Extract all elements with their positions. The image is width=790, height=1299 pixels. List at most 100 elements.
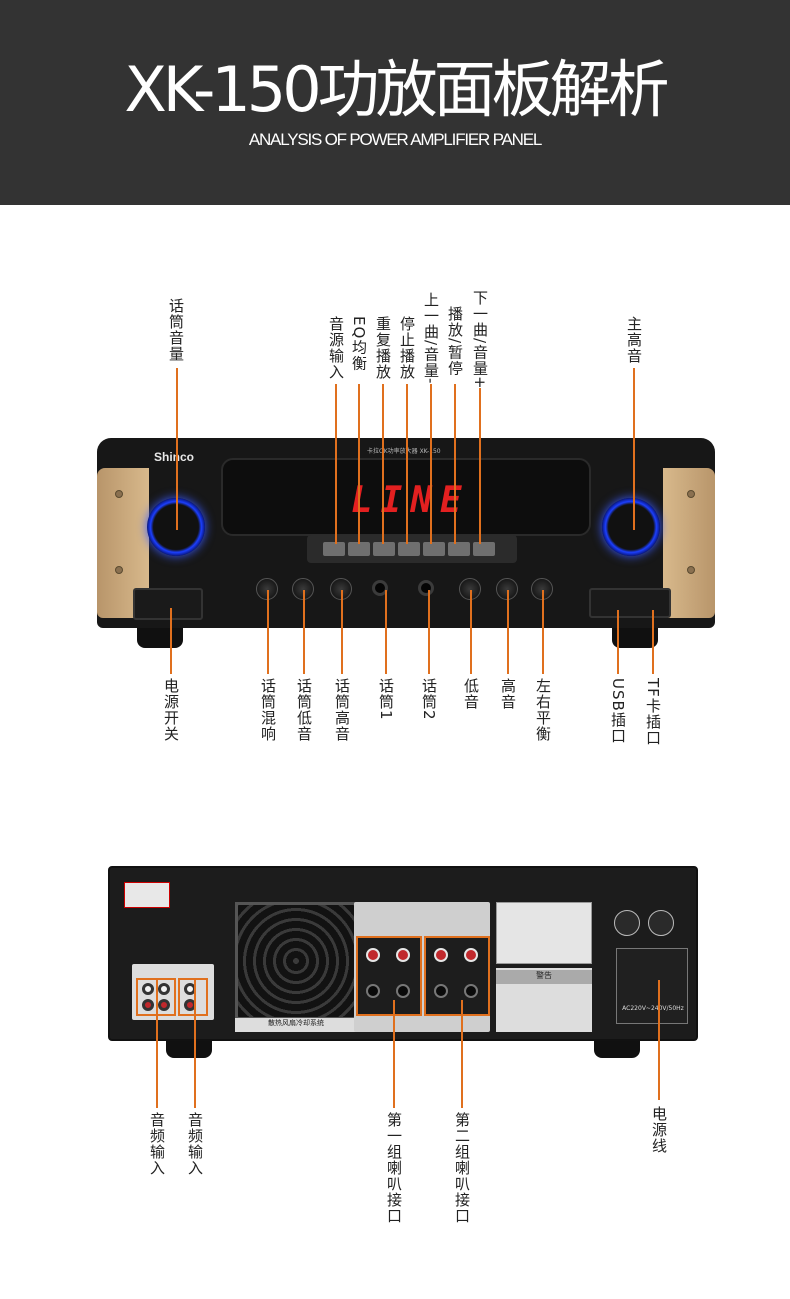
power-switch[interactable] <box>133 588 203 620</box>
speaker-terminal-black[interactable] <box>464 984 478 998</box>
leader-line <box>430 384 432 544</box>
rca-red-jack[interactable] <box>158 999 170 1011</box>
stop-button[interactable] <box>398 542 420 556</box>
label-master-treble: 主高音 <box>625 316 643 364</box>
label-play-pause: 播放/暂停 <box>446 306 464 377</box>
frequency-graph-plate <box>496 902 592 964</box>
cert-logo-icon <box>614 910 640 936</box>
speaker-terminal-black[interactable] <box>396 984 410 998</box>
speaker-terminal-panel <box>354 902 490 1032</box>
speaker-terminal-red[interactable] <box>396 948 410 962</box>
label-mic-treble: 话筒高音 <box>333 678 351 742</box>
label-power-cord: 电源线 <box>650 1106 668 1154</box>
screw-icon <box>115 566 123 574</box>
label-stop: 停止播放 <box>398 316 416 380</box>
cert-logo-icon <box>648 910 674 936</box>
leader-line <box>156 980 158 1108</box>
label-power-switch: 电源开关 <box>162 678 180 742</box>
leader-line <box>454 384 456 544</box>
leader-line <box>542 590 544 674</box>
rear-foot-right <box>594 1036 640 1058</box>
speaker-terminal-red[interactable] <box>434 948 448 962</box>
label-mic-bass: 话筒低音 <box>295 678 313 742</box>
display-text: LINE <box>351 480 470 521</box>
cooling-fan-grille <box>235 902 357 1020</box>
label-prev-vol-down: 上一曲/音量- <box>422 292 440 385</box>
leader-line <box>393 1000 395 1108</box>
warning-title: 警告 <box>496 970 592 984</box>
label-bass: 低音 <box>462 678 480 710</box>
label-repeat: 重复播放 <box>374 316 392 380</box>
leader-line <box>382 384 384 544</box>
screw-icon <box>115 490 123 498</box>
source-input-button[interactable] <box>323 542 345 556</box>
leader-line <box>176 368 178 530</box>
leader-line <box>617 610 619 674</box>
leader-line <box>194 980 196 1108</box>
leader-line <box>658 980 660 1100</box>
label-usb-slot: USB插口 <box>609 678 627 744</box>
speaker-terminal-black[interactable] <box>366 984 380 998</box>
leader-line <box>406 384 408 544</box>
front-foot-left <box>137 626 183 648</box>
leader-line <box>170 608 172 674</box>
label-eq: EQ均衡 <box>350 316 368 372</box>
repeat-button[interactable] <box>373 542 395 556</box>
label-audio-in-1: 音频输入 <box>148 1112 166 1176</box>
master-treble-knob[interactable] <box>602 498 660 556</box>
label-speaker-group-2: 第二组喇叭接口 <box>453 1112 471 1224</box>
speaker-group-1-terminals <box>356 936 422 1016</box>
label-mic-echo: 话筒混响 <box>259 678 277 742</box>
prev-button[interactable] <box>423 542 445 556</box>
leader-line <box>341 590 343 674</box>
leader-line <box>335 384 337 544</box>
speaker-terminal-red[interactable] <box>366 948 380 962</box>
usb-tf-slot[interactable] <box>589 588 671 618</box>
brand-logo: Shinco <box>154 450 195 464</box>
mic2-jack[interactable] <box>418 580 434 596</box>
next-button[interactable] <box>473 542 495 556</box>
label-source-input: 音源输入 <box>327 316 345 380</box>
model-label: 卡拉OK功率放大器 XK-150 <box>367 448 441 455</box>
leader-line <box>479 388 481 544</box>
power-spec-text: AC220V~240V/50Hz <box>622 1005 684 1012</box>
leader-line <box>461 1000 463 1108</box>
play-pause-button[interactable] <box>448 542 470 556</box>
label-speaker-group-1: 第一组喇叭接口 <box>385 1112 403 1224</box>
fan-caption: 散热风扇冷却系统 <box>235 1018 357 1032</box>
label-tf-slot: TF卡插口 <box>644 678 662 746</box>
speaker-terminal-red[interactable] <box>464 948 478 962</box>
aux-input-panel <box>132 964 214 1020</box>
rca-white-jack[interactable] <box>142 983 154 995</box>
label-balance: 左右平衡 <box>534 678 552 742</box>
screw-icon <box>687 490 695 498</box>
leader-line <box>428 590 430 674</box>
aux-group-2 <box>178 978 208 1016</box>
leader-line <box>267 590 269 674</box>
power-input-plate: AC220V~240V/50Hz <box>616 948 688 1024</box>
label-mic-volume: 话筒音量 <box>167 298 185 362</box>
cert-sticker <box>124 882 170 908</box>
leader-line <box>507 590 509 674</box>
rca-red-jack[interactable] <box>142 999 154 1011</box>
leader-line <box>633 368 635 530</box>
label-mic1: 话筒1 <box>377 678 395 721</box>
screw-icon <box>687 566 695 574</box>
aux-group-1 <box>136 978 176 1016</box>
eq-button[interactable] <box>348 542 370 556</box>
speaker-terminal-black[interactable] <box>434 984 448 998</box>
rca-white-jack[interactable] <box>158 983 170 995</box>
front-foot-right <box>612 626 658 648</box>
label-treble: 高音 <box>499 678 517 710</box>
leader-line <box>652 610 654 674</box>
speaker-group-2-terminals <box>424 936 490 1016</box>
rear-foot-left <box>166 1036 212 1058</box>
page-subtitle: ANALYSIS OF POWER AMPLIFIER PANEL <box>248 130 543 149</box>
rear-panel-image: 散热风扇冷却系统 警告 AC220V~240V/ <box>108 866 698 1058</box>
warning-plate: 警告 <box>496 968 592 1032</box>
leader-line <box>385 590 387 674</box>
leader-line <box>358 384 360 544</box>
mic1-jack[interactable] <box>372 580 388 596</box>
leader-line <box>470 590 472 674</box>
label-mic2: 话筒2 <box>420 678 438 721</box>
